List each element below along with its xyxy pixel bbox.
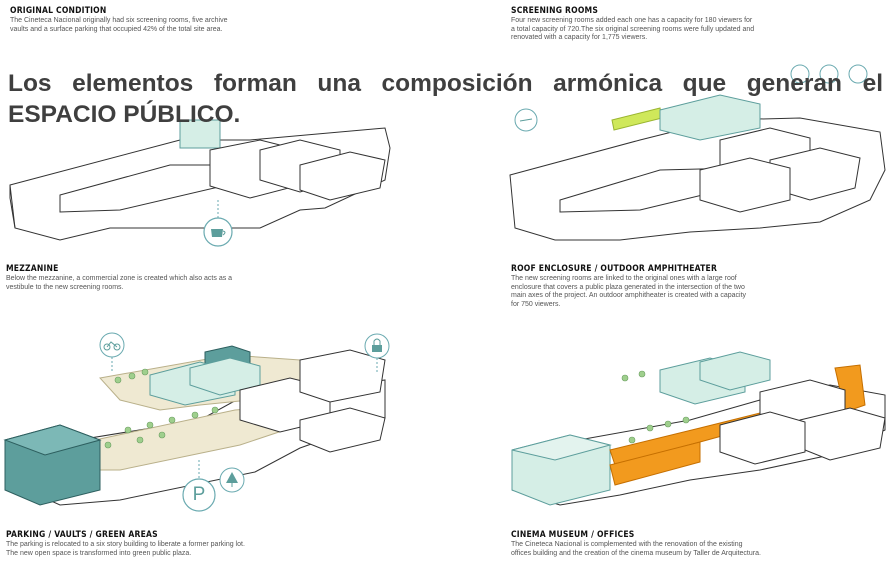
cafe-icon (203, 200, 233, 247)
panel-cinema-museum: CINEMA MUSEUM / OFFICES The Cineteca Nac… (511, 530, 761, 558)
panel-description: Four new screening rooms added each one … (511, 17, 755, 42)
bicycle-icon (99, 332, 125, 372)
panel-parking-vaults: PARKING / VAULTS / GREEN AREAS The parki… (6, 530, 246, 558)
cinema-museum-offices-plan (511, 351, 886, 506)
green-trees (104, 368, 219, 449)
panel-description: The Cineteca Nacional is complemented wi… (511, 541, 761, 557)
panel-title: ORIGINAL CONDITION (10, 6, 107, 16)
museum-trees (621, 370, 690, 444)
panel-description: The new screening rooms are linked to th… (511, 275, 747, 308)
panel-title: SCREENING ROOMS (511, 6, 599, 16)
screening-rooms-plan (509, 94, 886, 241)
panel-title: MEZZANINE (6, 264, 59, 274)
parking-icon (182, 460, 216, 512)
panel-screening-rooms: SCREENING ROOMS Four new screening rooms… (511, 6, 756, 43)
panel-mezzanine: MEZZANINE Below the mezzanine, a commerc… (6, 264, 246, 292)
activity-icons (514, 64, 868, 132)
panel-original-condition: ORIGINAL CONDITION The Cineteca Nacional… (10, 6, 235, 34)
panel-title: ROOF ENCLOSURE / OUTDOOR AMPHITHEATER (511, 264, 718, 274)
panel-description: The parking is relocated to a six story … (6, 541, 245, 557)
parking-icon-letter: P (192, 484, 206, 505)
panel-description: The Cineteca Nacional originally had six… (10, 17, 228, 33)
tree-icon (219, 467, 245, 493)
parking-vaults-green-plan (3, 345, 386, 506)
original-condition-plan (9, 119, 391, 241)
panel-title: PARKING / VAULTS / GREEN AREAS (6, 530, 158, 540)
panel-title: CINEMA MUSEUM / OFFICES (511, 530, 635, 540)
lock-icon (364, 333, 390, 372)
panel-description: Below the mezzanine, a commercial zone i… (6, 275, 233, 291)
overlay-headline: Los elementos forman una composición arm… (8, 70, 883, 128)
panel-roof-enclosure: ROOF ENCLOSURE / OUTDOOR AMPHITHEATER Th… (511, 264, 756, 309)
